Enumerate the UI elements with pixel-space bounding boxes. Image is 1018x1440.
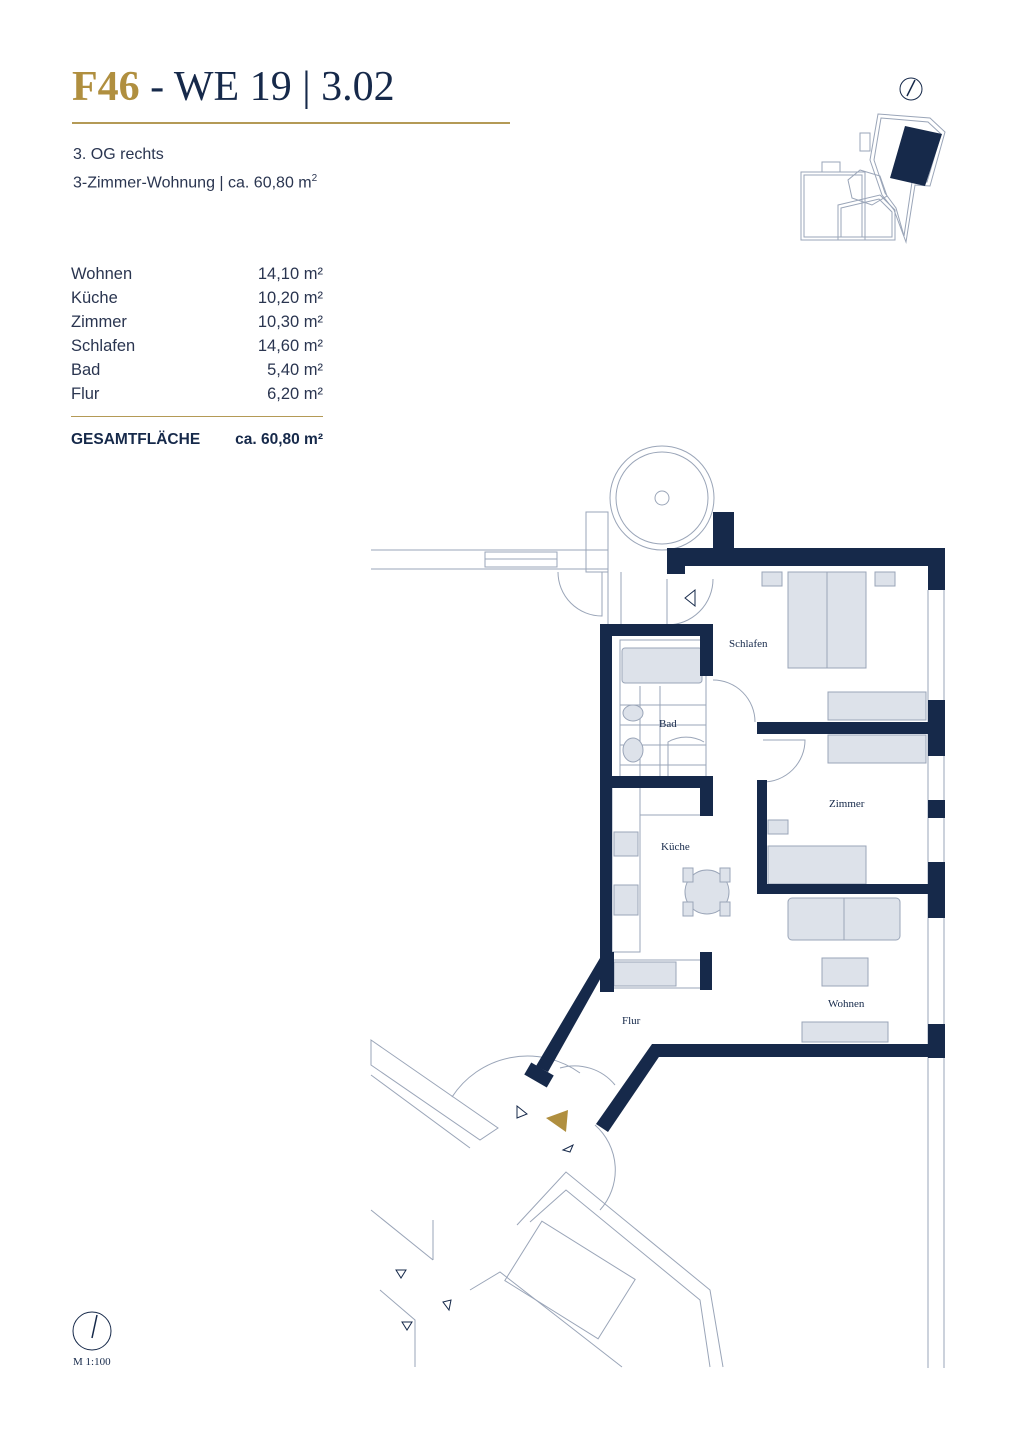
room-label-schlafen: Schlafen	[729, 638, 768, 650]
apartment-type: 3-Zimmer-Wohnung | ca. 60,80 m2	[73, 169, 317, 193]
room-label-zimmer: Zimmer	[829, 798, 865, 810]
area-value: 10,20 m²	[257, 289, 323, 307]
area-row-zimmer: Zimmer 10,30 m²	[71, 310, 323, 334]
area-name: Küche	[71, 289, 118, 307]
key-plan-highlight	[890, 126, 942, 186]
key-plan	[800, 113, 946, 244]
area-value: 14,60 m²	[257, 337, 323, 355]
furniture	[613, 571, 927, 1043]
area-row-flur: Flur 6,20 m²	[71, 382, 323, 406]
area-name: Flur	[71, 385, 100, 403]
area-value: 5,40 m²	[267, 361, 323, 379]
unit-id: WE 19	[173, 64, 292, 110]
area-value: 10,30 m²	[257, 313, 323, 331]
apartment-type-sup: 2	[311, 173, 318, 184]
compass-icon-top	[899, 77, 923, 101]
room-label-flur: Flur	[622, 1015, 641, 1027]
entrance-marker-icon	[546, 1110, 568, 1132]
room-label-wohnen: Wohnen	[828, 998, 865, 1010]
total-label: GESAMTFLÄCHE	[71, 431, 201, 448]
compass-icon-bottom	[72, 1311, 112, 1351]
apartment-type-text: 3-Zimmer-Wohnung | ca. 60,80 m	[73, 174, 312, 192]
title-rule	[72, 122, 510, 124]
total-value: ca. 60,80 m²	[235, 431, 323, 448]
unit-number: 3.02	[321, 64, 395, 110]
title-separator: -	[139, 64, 174, 110]
area-row-schlafen: Schlafen 14,60 m²	[71, 334, 323, 358]
area-value: 14,10 m²	[257, 265, 323, 283]
area-value: 6,20 m²	[267, 385, 323, 403]
area-divider	[71, 416, 323, 417]
area-row-bad: Bad 5,40 m²	[71, 358, 323, 382]
area-name: Bad	[71, 361, 101, 379]
walls	[524, 512, 945, 1132]
area-name: Wohnen	[71, 265, 133, 283]
area-row-wohnen: Wohnen 14,10 m²	[71, 262, 323, 286]
building-code: F46	[72, 64, 140, 110]
page-title: F46 - WE 19 | 3.02	[72, 62, 395, 112]
total-row: GESAMTFLÄCHE ca. 60,80 m²	[71, 431, 323, 449]
area-row-kueche: Küche 10,20 m²	[71, 286, 323, 310]
scale-label: M 1:100	[73, 1356, 111, 1368]
door-arrow-icons	[395, 588, 696, 1331]
area-table: Wohnen 14,10 m² Küche 10,20 m² Zimmer 10,30…	[71, 262, 323, 449]
title-divider: |	[291, 64, 322, 110]
floor-label: 3. OG rechts	[73, 146, 164, 163]
area-name: Zimmer	[71, 313, 127, 331]
room-label-kueche: Küche	[661, 841, 690, 853]
room-label-bad: Bad	[659, 718, 677, 730]
area-name: Schlafen	[71, 337, 136, 355]
